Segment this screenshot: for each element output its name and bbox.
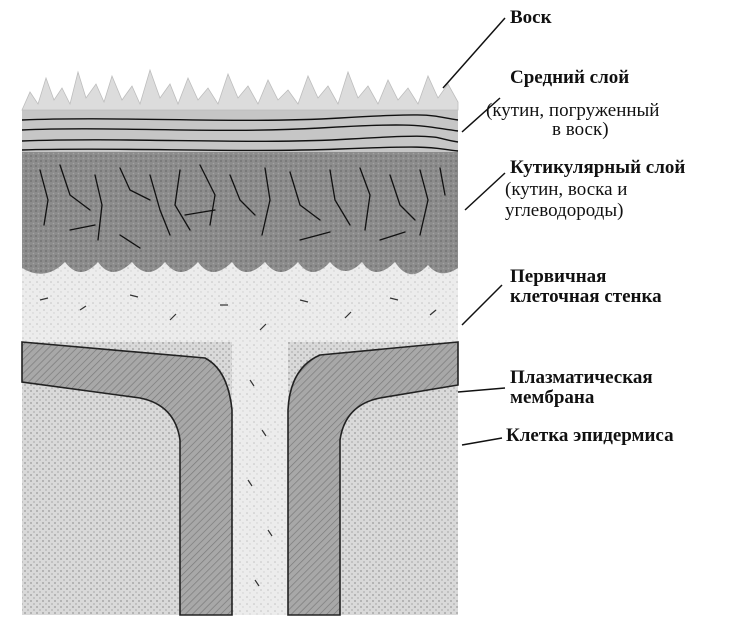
label-epidermal-cell: Клетка эпидермиса	[506, 425, 674, 446]
primary-cell-wall	[22, 262, 458, 342]
label-primary-wall-2: клеточная стенка	[510, 286, 662, 307]
pointer-middle-layer	[461, 97, 501, 133]
label-middle-layer: Средний слой	[510, 67, 630, 88]
plasma-membrane-right	[287, 341, 459, 616]
label-middle-layer-desc-2: в воск)	[552, 119, 609, 140]
plasma-membrane-left	[21, 341, 233, 616]
pointer-wax	[442, 17, 506, 89]
middle-layer	[22, 110, 458, 152]
label-cuticular-layer: Кутикулярный слой	[510, 157, 686, 178]
pointer-cuticular-layer	[464, 172, 506, 211]
pointer-plasma-membrane	[457, 387, 506, 393]
cuticle-fibers	[39, 164, 446, 249]
label-middle-layer-desc-1: (кутин, погруженный	[486, 100, 660, 121]
label-plasma-membrane-1: Плазматическая	[510, 367, 653, 388]
anticlinal-wall	[232, 342, 288, 615]
pointer-epidermal-cell	[461, 437, 503, 446]
label-cuticular-desc-1: (кутин, воска и	[505, 179, 628, 200]
wax-layer	[21, 68, 459, 111]
label-cuticular-desc-2: углеводороды)	[505, 200, 624, 221]
wall-dashes	[39, 294, 437, 587]
cuticular-layer	[22, 150, 458, 275]
pointer-lines	[442, 17, 506, 446]
middle-layer-lines	[21, 114, 459, 152]
pointer-primary-wall	[461, 284, 503, 326]
label-primary-wall-1: Первичная	[510, 266, 607, 287]
label-plasma-membrane-2: мембрана	[510, 387, 595, 408]
label-wax: Воск	[510, 7, 552, 28]
